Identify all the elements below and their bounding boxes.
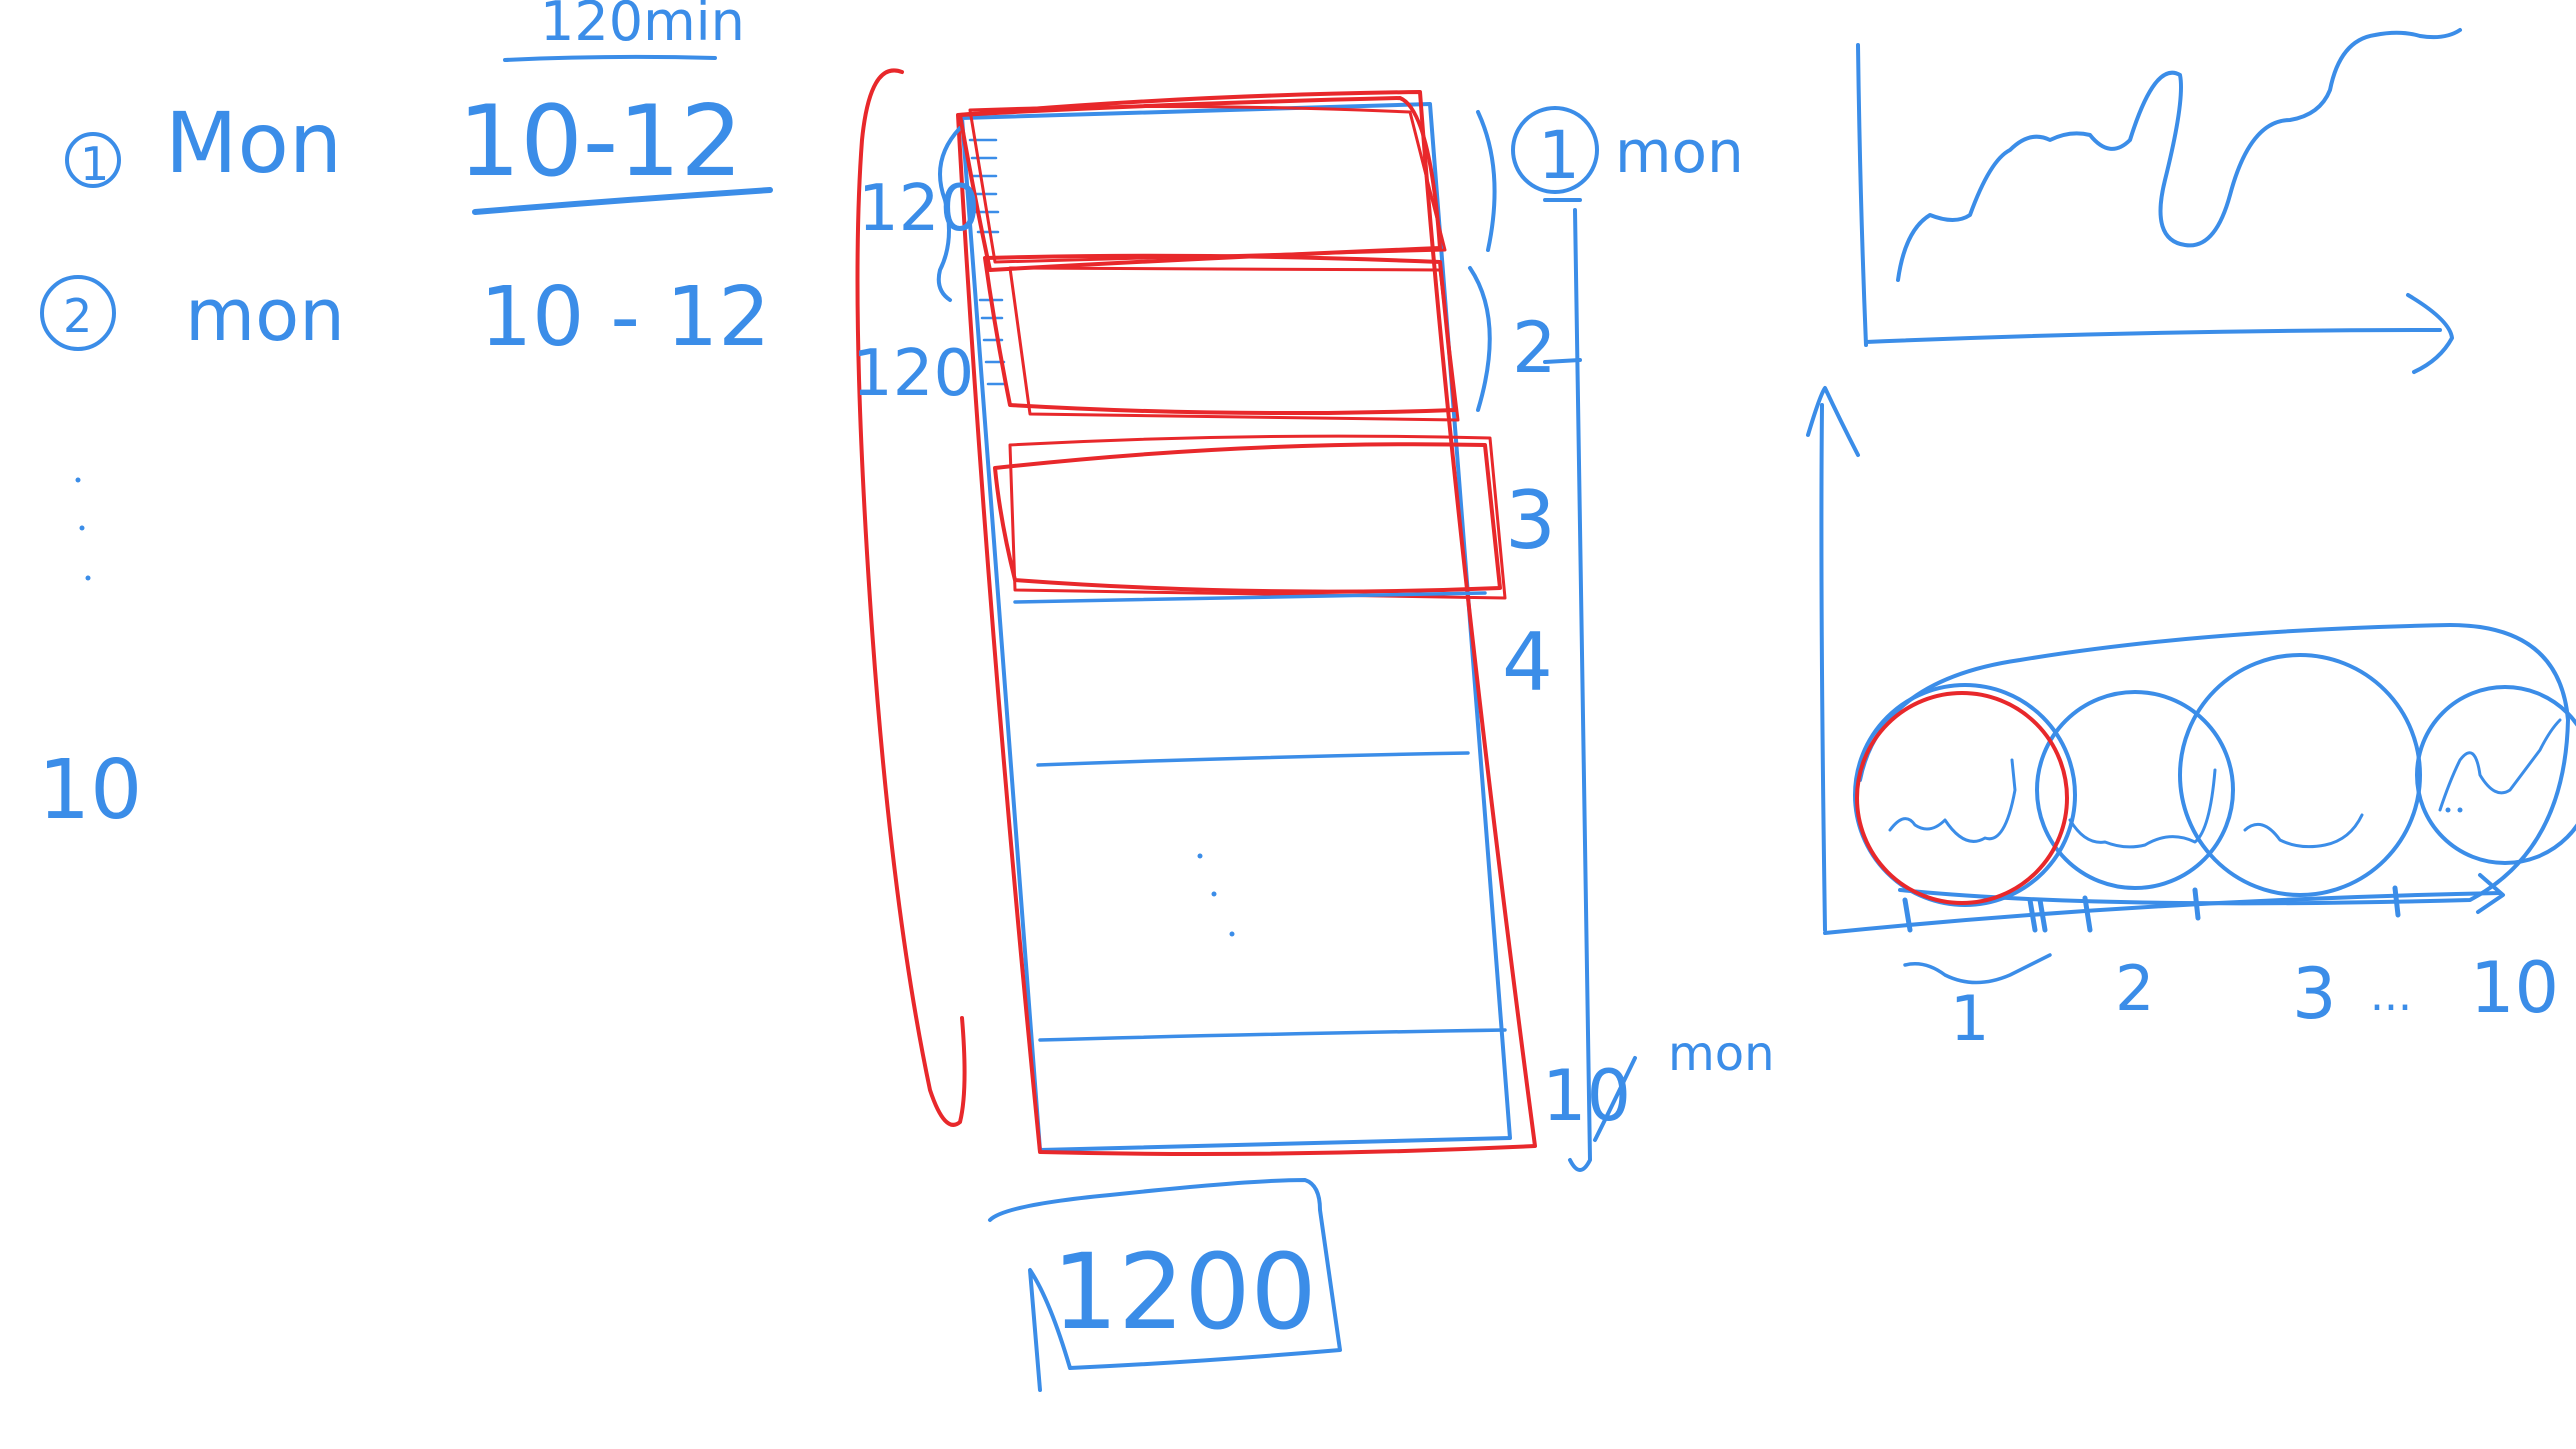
stack-ellipsis-dots: [1197, 853, 1235, 937]
top-right-line-chart: [1856, 28, 2462, 374]
window-4-dots: [2445, 807, 2463, 813]
window-circle-3: [2178, 653, 2422, 897]
window-label-2: 2: [2115, 952, 2154, 1025]
row-1-marker-circle: [65, 132, 121, 188]
window-label-1: 1: [1950, 982, 1989, 1055]
divider-5: [1036, 751, 1470, 767]
segment-3-box: [993, 442, 1502, 594]
seg-3-number: 3: [1505, 474, 1556, 567]
top-chart-y-axis: [1856, 43, 1868, 347]
segment-1-box-alt: [968, 104, 1447, 264]
timeline-x-axis: [1823, 891, 2502, 935]
stacked-sessions: 120 120 1 mon 2 3 4 10 mon 1200: [852, 68, 1775, 1392]
row-1-time: 10-12: [458, 85, 743, 199]
duration-header-underline: [503, 54, 717, 62]
window-2-squiggle: [2068, 768, 2217, 849]
left-session-list: 120min 1 Mon 10-12 2 mon 10 - 12 10: [38, 0, 773, 838]
segment-1-box: [958, 96, 1442, 272]
timeline-y-arrow: [1806, 386, 1860, 457]
side-label-120-top: 120: [858, 172, 980, 246]
duration-header: 120min: [540, 0, 745, 53]
bottom-right-timeline: 1 2 3 ... 10: [1806, 386, 2576, 1055]
window-3-squiggle: [2243, 813, 2364, 849]
seg-10-day: mon: [1668, 1026, 1775, 1082]
window-circle-1: [1853, 683, 2077, 907]
side-brace-top: [936, 126, 962, 302]
row-2-day: mon: [185, 273, 345, 357]
timeline-x-arrow: [2476, 873, 2505, 914]
row-2-time: 10 - 12: [480, 270, 770, 365]
timeline-y-axis: [1819, 403, 1827, 932]
seg-2-number: 2: [1512, 307, 1557, 389]
divider-4: [1013, 591, 1487, 604]
segment-2-box-alt: [1008, 266, 1460, 422]
segment-3-box-alt: [1008, 434, 1507, 600]
right-brace: [1468, 110, 1592, 1172]
window-1-brace: [1903, 953, 2052, 985]
row-2-marker-circle: [40, 275, 116, 351]
segment-2-box: [983, 253, 1457, 416]
row-2-marker: 2: [63, 289, 92, 343]
seg-1-number: 1: [1538, 117, 1580, 194]
right-brace-ticks: [1543, 198, 1582, 364]
timeline-ticks: [1902, 885, 2401, 933]
top-chart-x-arrow: [2406, 293, 2454, 374]
window-circle-1-highlight: [1855, 691, 2069, 905]
window-1-squiggle: [1888, 758, 2017, 843]
seg-1-day: mon: [1615, 118, 1744, 186]
list-ellipsis-dots: [75, 477, 91, 581]
window-label-10: 10: [2470, 947, 2559, 1029]
seg-10-slash: [1593, 1056, 1637, 1142]
window-circle-4: [2415, 685, 2576, 865]
top-chart-series-line: [1896, 28, 2462, 282]
window-label-3: 3: [2292, 953, 2337, 1035]
last-row-label: 10: [38, 743, 142, 838]
row-1-day: Mon: [165, 94, 342, 192]
side-label-120-bottom: 120: [852, 337, 974, 411]
top-chart-x-axis: [1864, 328, 2442, 344]
row-1-marker: 1: [80, 137, 109, 191]
enclosing-oval: [1858, 623, 2570, 906]
red-outer-frame: [956, 90, 1537, 1156]
divider-9: [1038, 1028, 1507, 1042]
window-circle-2: [2035, 690, 2235, 890]
total-value: 1200: [1052, 1231, 1317, 1353]
total-box: [988, 1178, 1342, 1392]
seg-1-marker-circle: [1511, 106, 1599, 194]
window-4-squiggle: [2438, 718, 2562, 812]
row-1-underline: [472, 187, 773, 215]
window-label-ellipsis: ...: [2370, 970, 2412, 1021]
seg-4-number: 4: [1502, 616, 1553, 709]
red-left-bracket: [855, 68, 967, 1127]
